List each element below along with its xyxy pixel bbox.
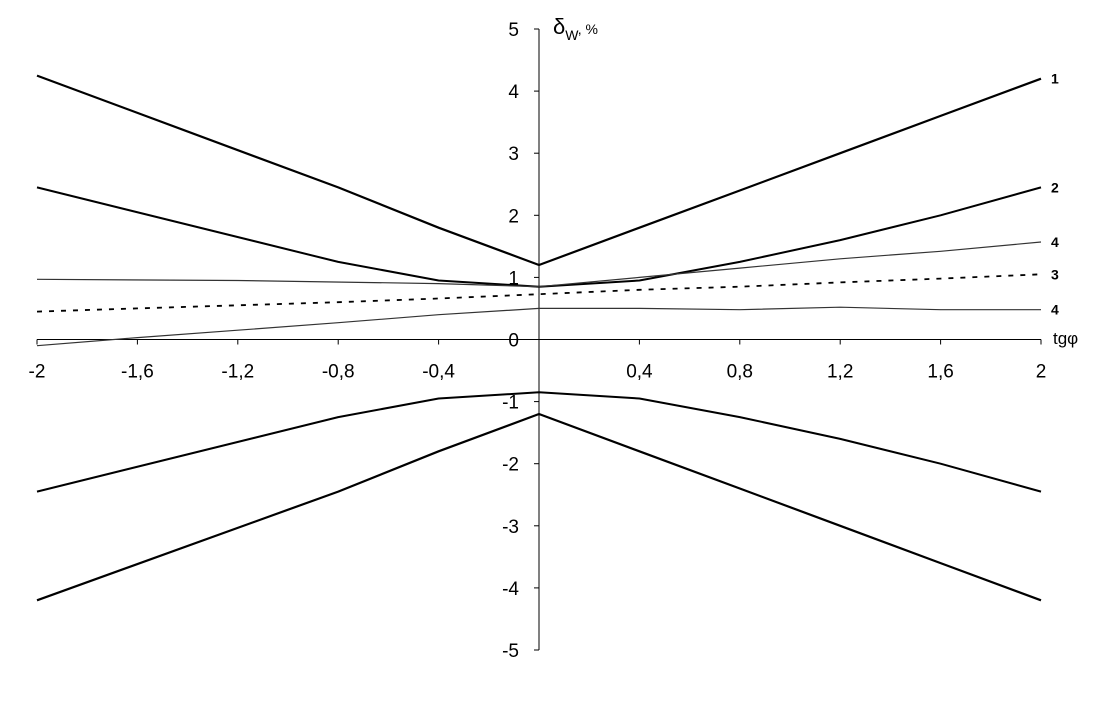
x-tick-label: 1,6 [927, 362, 953, 383]
series-lines [36, 74, 1042, 602]
y-tick-label: -1 [502, 393, 519, 414]
x-tick-label: 0,8 [727, 362, 753, 383]
series-end-label: 3 [1051, 266, 1059, 282]
series-end-label: 2 [1051, 179, 1059, 195]
x-tick-label: 2 [1036, 362, 1047, 383]
series-line-4-5 [36, 306, 1041, 347]
y-axis-title-sub: W [565, 27, 579, 43]
y-axis-title-main: δ [553, 14, 565, 39]
y-axis-title: δW, % [553, 14, 598, 43]
x-tick-label: 0,4 [626, 362, 653, 383]
axes [36, 28, 1042, 651]
y-tick-label: -5 [502, 641, 519, 662]
x-tick-label: 1,2 [827, 362, 853, 383]
x-tick-label: -0,4 [422, 362, 455, 383]
axis-titles: δW, % tgφ [553, 14, 1078, 348]
tick-labels: -5 -4 -3 -2 -1 0 1 2 3 4 5 -2 -1,6 -1,2 -0,8 -0,4 0,4 0,8… [29, 20, 1047, 662]
y-tick-label: -3 [502, 517, 519, 538]
series-line-1-0 [36, 74, 1042, 267]
series-line-unlabeled-3 [36, 391, 1042, 493]
x-tick-label: -1,2 [221, 362, 254, 383]
y-tick-label: 5 [508, 20, 519, 41]
series-line-4-4 [36, 241, 1042, 288]
x-tick-label: -0,8 [322, 362, 355, 383]
y-tick-label: 3 [508, 144, 519, 165]
series-line-unlabeled-1 [36, 412, 1042, 602]
x-tick-label: -1,6 [121, 362, 154, 383]
series-end-label: 1 [1051, 71, 1059, 87]
series-line-2-2 [36, 186, 1042, 288]
y-tick-label: 2 [508, 206, 519, 227]
y-tick-label: 0 [508, 331, 519, 352]
y-tick-label: 4 [508, 82, 519, 103]
series-end-label: 4 [1051, 302, 1059, 318]
y-tick-label: -2 [502, 455, 519, 476]
y-tick-label: -4 [502, 579, 519, 600]
series-end-label: 4 [1051, 234, 1059, 250]
x-axis-title: tgφ [1053, 329, 1078, 348]
y-tick-label: 1 [508, 268, 519, 289]
y-axis-title-unit: , % [578, 21, 598, 37]
series-labels: 1 2 4 4 3 [1051, 71, 1059, 318]
x-tick-label: -2 [29, 362, 46, 383]
